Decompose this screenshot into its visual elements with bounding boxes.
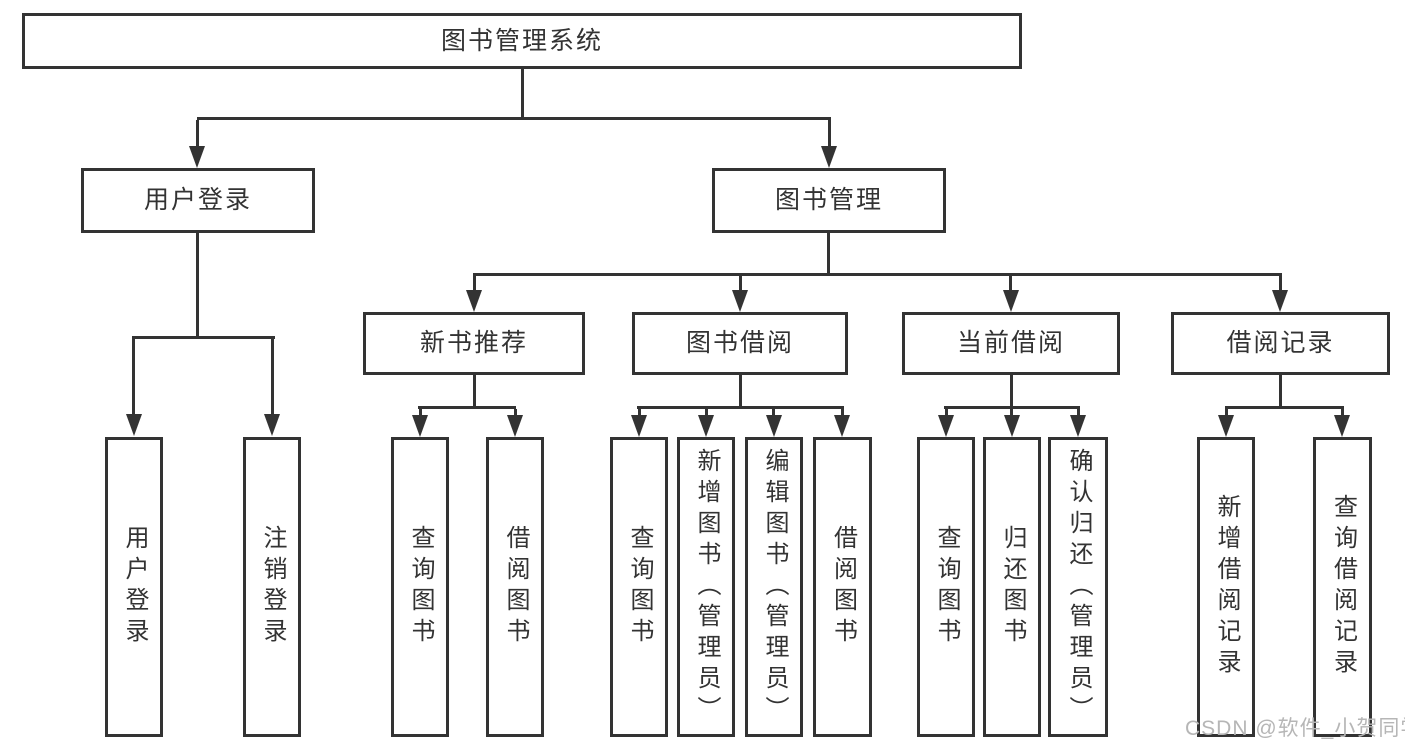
edge-login-to-leaf1 (132, 339, 135, 415)
leaf-add-borrow-record: 新增借阅记录 (1197, 437, 1255, 737)
edge-current-rail (944, 406, 1080, 409)
edge-records-drop1 (1225, 409, 1228, 417)
leaf-borrow-books-recommend: 借阅图书 (486, 437, 544, 737)
csdn-watermark: CSDN @软件_小贺同学 (1185, 717, 1405, 740)
edge-borrow-drop1 (638, 409, 641, 417)
edge-records-drop2 (1341, 409, 1344, 417)
leaf-query-books-recommend: 查询图书 (391, 437, 449, 737)
edge-root-to-login (196, 120, 199, 148)
leaf-query-books-current: 查询图书 (917, 437, 975, 737)
edge-mgmt-to-newbooks (473, 276, 476, 292)
arrow-down-icon (1070, 415, 1086, 437)
arrow-down-icon (1218, 415, 1234, 437)
node-book-management: 图书管理 (712, 168, 946, 233)
leaf-logout: 注销登录 (243, 437, 301, 737)
arrow-down-icon (1003, 290, 1019, 312)
arrow-down-icon (412, 415, 428, 437)
arrow-down-icon (698, 415, 714, 437)
edge-newbooks-trunk (473, 372, 476, 409)
leaf-query-borrow-record: 查询借阅记录 (1313, 437, 1372, 737)
edge-newbooks-drop1 (419, 409, 422, 417)
arrow-down-icon (732, 290, 748, 312)
edge-mgmt-trunk (827, 230, 830, 276)
edge-newbooks-drop2 (514, 409, 517, 417)
edge-borrow-rail (637, 406, 844, 409)
arrow-down-icon (466, 290, 482, 312)
edge-mgmt-rail (473, 273, 1282, 276)
arrow-down-icon (1004, 415, 1020, 437)
edge-borrow-trunk (739, 372, 742, 409)
node-borrowing-records: 借阅记录 (1171, 312, 1390, 375)
edge-current-drop1 (945, 409, 948, 417)
leaf-return-books: 归还图书 (983, 437, 1041, 737)
arrow-down-icon (1334, 415, 1350, 437)
node-new-book-recommend: 新书推荐 (363, 312, 585, 375)
edge-borrow-drop2 (705, 409, 708, 417)
arrow-down-icon (1272, 290, 1288, 312)
arrow-down-icon (264, 414, 280, 436)
edge-login-trunk (196, 230, 199, 339)
leaf-edit-books-admin: 编辑图书（管理员） (745, 437, 803, 737)
arrow-down-icon (766, 415, 782, 437)
edge-newbooks-rail (418, 406, 516, 409)
leaf-add-books-admin: 新增图书（管理员） (677, 437, 735, 737)
node-current-borrowing: 当前借阅 (902, 312, 1120, 375)
edge-root-to-mgmt (828, 120, 831, 148)
leaf-confirm-return-admin: 确认归还（管理员） (1048, 437, 1108, 737)
edge-mgmt-to-borrow (739, 276, 742, 292)
edge-root-rail (197, 117, 831, 120)
edge-current-trunk (1010, 372, 1013, 409)
leaf-user-login: 用户登录 (105, 437, 163, 737)
edge-records-trunk (1279, 372, 1282, 409)
edge-root-trunk (521, 66, 524, 120)
arrow-down-icon (126, 414, 142, 436)
arrow-down-icon (821, 146, 837, 168)
edge-mgmt-to-records (1279, 276, 1282, 292)
edge-login-to-leaf2 (271, 339, 274, 415)
edge-login-rail (132, 336, 275, 339)
arrow-down-icon (507, 415, 523, 437)
edge-borrow-drop3 (772, 409, 775, 417)
node-root: 图书管理系统 (22, 13, 1022, 69)
leaf-borrow-books: 借阅图书 (813, 437, 872, 737)
edge-records-rail (1225, 406, 1344, 409)
arrow-down-icon (834, 415, 850, 437)
node-book-borrowing: 图书借阅 (632, 312, 848, 375)
arrow-down-icon (189, 146, 205, 168)
node-user-login: 用户登录 (81, 168, 315, 233)
edge-current-drop3 (1077, 409, 1080, 417)
leaf-query-books-borrowing: 查询图书 (610, 437, 668, 737)
edge-borrow-drop4 (841, 409, 844, 417)
arrow-down-icon (938, 415, 954, 437)
arrow-down-icon (631, 415, 647, 437)
edge-mgmt-to-current (1009, 276, 1012, 292)
edge-current-drop2 (1010, 409, 1013, 417)
